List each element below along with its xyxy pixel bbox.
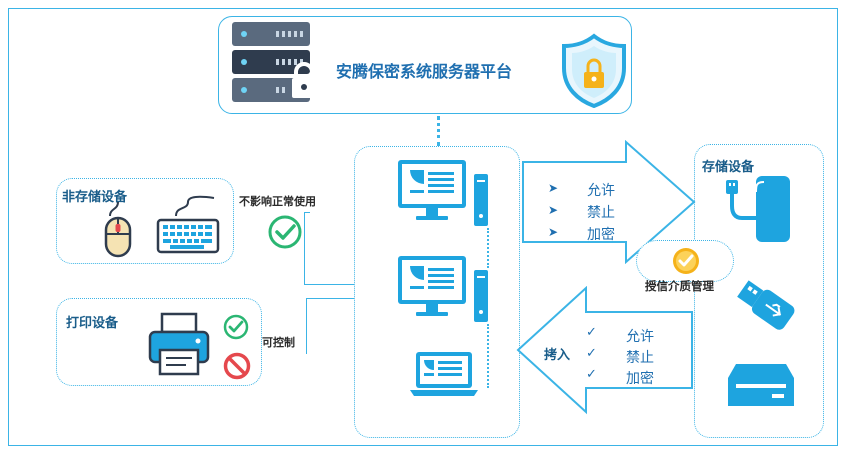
printer-note: 可控制 xyxy=(262,336,295,349)
storage-box xyxy=(694,144,824,438)
printer-icon xyxy=(148,312,210,376)
connector-line xyxy=(306,298,354,299)
printer-label: 打印设备 xyxy=(66,316,119,331)
platform-connector xyxy=(437,116,440,146)
connector-line xyxy=(304,212,305,284)
terminal-connector xyxy=(487,228,489,268)
check-icon: ✓ xyxy=(586,346,597,361)
check-icon: ✓ xyxy=(586,325,597,340)
forbidden-icon xyxy=(223,352,251,380)
disk-drive-icon xyxy=(728,364,794,406)
storage-label: 存储设备 xyxy=(702,160,755,175)
usb-drive-icon xyxy=(737,280,795,330)
in-arrow-label: 拷入 xyxy=(544,348,571,363)
chevron-right-icon: ➤ xyxy=(548,181,559,195)
out-item: 禁止 xyxy=(587,205,615,221)
keyboard-icon xyxy=(156,195,220,254)
in-item: 禁止 xyxy=(626,350,654,366)
chevron-right-icon: ➤ xyxy=(548,225,559,239)
inbound-arrow xyxy=(516,286,693,415)
desktop-computer-icon xyxy=(398,256,488,322)
non-storage-box xyxy=(56,178,234,264)
in-item: 允许 xyxy=(626,329,654,345)
check-icon: ✓ xyxy=(586,367,597,382)
connector-line xyxy=(306,298,307,354)
server-icon xyxy=(232,22,316,102)
non-storage-note: 不影响正常使用 xyxy=(239,195,316,208)
non-storage-label: 非存储设备 xyxy=(62,190,128,205)
terminal-connector xyxy=(487,324,489,388)
printer-box xyxy=(56,298,262,386)
connector-line xyxy=(304,284,354,285)
platform-box xyxy=(218,16,632,114)
platform-title: 安腾保密系统服务器平台 xyxy=(336,62,513,81)
outer-border xyxy=(8,8,838,446)
out-item: 允许 xyxy=(587,183,615,199)
desktop-computer-icon xyxy=(398,160,488,226)
check-circle-icon xyxy=(268,215,302,249)
mouse-icon xyxy=(104,201,132,258)
terminal-box xyxy=(354,146,520,438)
laptop-icon xyxy=(410,352,478,396)
external-drive-icon xyxy=(726,176,790,242)
check-circle-icon xyxy=(223,314,249,340)
out-item: 加密 xyxy=(587,227,615,243)
in-item: 加密 xyxy=(626,371,654,387)
connector-line xyxy=(304,212,310,213)
trusted-media-label: 授信介质管理 xyxy=(645,279,714,293)
check-badge-icon xyxy=(673,248,699,274)
shield-lock-icon xyxy=(562,33,626,108)
chevron-right-icon: ➤ xyxy=(548,203,559,217)
outbound-arrow xyxy=(522,140,696,264)
